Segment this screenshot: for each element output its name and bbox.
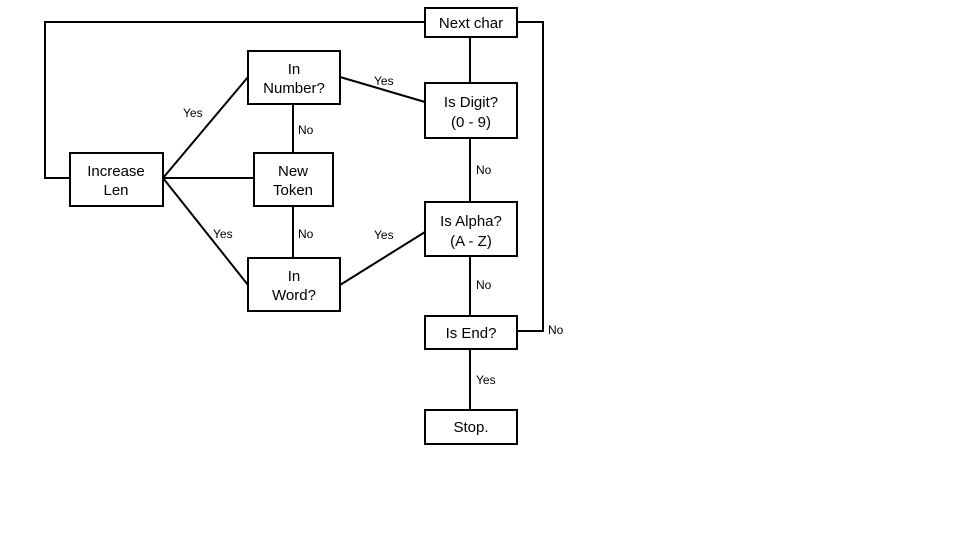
node-label: Is Digit?	[444, 94, 498, 111]
edges	[44, 21, 544, 410]
edge-increase-len-to-in-number	[162, 76, 249, 179]
edge-is-alpha-to-in-word	[339, 231, 426, 286]
edge-label-end-yes: Yes	[476, 373, 496, 387]
edge-label-digit-yes: Yes	[374, 74, 394, 88]
node-label: Is Alpha?	[440, 213, 502, 230]
node-is-digit: Is Digit? (0 - 9)	[424, 82, 518, 139]
node-label: Number?	[263, 80, 325, 97]
node-label: (A - Z)	[450, 233, 492, 250]
edge-label-in-number-no: No	[298, 123, 314, 137]
node-label: Increase	[87, 163, 145, 180]
node-label: Stop.	[453, 419, 488, 436]
node-label: Is End?	[446, 325, 497, 342]
node-label: Len	[103, 182, 128, 199]
edge-label-end-no: No	[548, 323, 564, 337]
edge-labels: Yes No Yes No Yes No Yes No No Yes	[183, 74, 564, 387]
node-next-char: Next char	[424, 7, 518, 38]
node-label: Token	[273, 182, 313, 199]
edge-label-in-word-no: No	[298, 227, 314, 241]
edge-label-digit-no: No	[476, 163, 492, 177]
edge-label-alpha-yes: Yes	[374, 228, 394, 242]
edge-is-end-no-loop	[517, 21, 544, 332]
edge-label-alpha-no: No	[476, 278, 492, 292]
node-label: In	[288, 268, 301, 285]
edge-label-in-word-yes: Yes	[213, 227, 233, 241]
node-label: Next char	[439, 15, 503, 32]
node-stop: Stop.	[424, 409, 518, 445]
edge-increase-len-to-in-word	[162, 177, 249, 286]
node-label: In	[288, 61, 301, 78]
node-label: (0 - 9)	[451, 114, 491, 131]
node-label: New	[278, 163, 308, 180]
edge-label-in-number-yes: Yes	[183, 106, 203, 120]
node-label: Word?	[272, 287, 316, 304]
node-in-word: In Word?	[247, 257, 341, 312]
node-is-end: Is End?	[424, 315, 518, 350]
edge-is-digit-to-in-number	[339, 76, 426, 103]
edge-next-char-to-increase-len	[44, 21, 425, 179]
node-in-number: In Number?	[247, 50, 341, 105]
node-is-alpha: Is Alpha? (A - Z)	[424, 201, 518, 257]
node-increase-len: Increase Len	[69, 152, 164, 207]
node-new-token: New Token	[253, 152, 334, 207]
